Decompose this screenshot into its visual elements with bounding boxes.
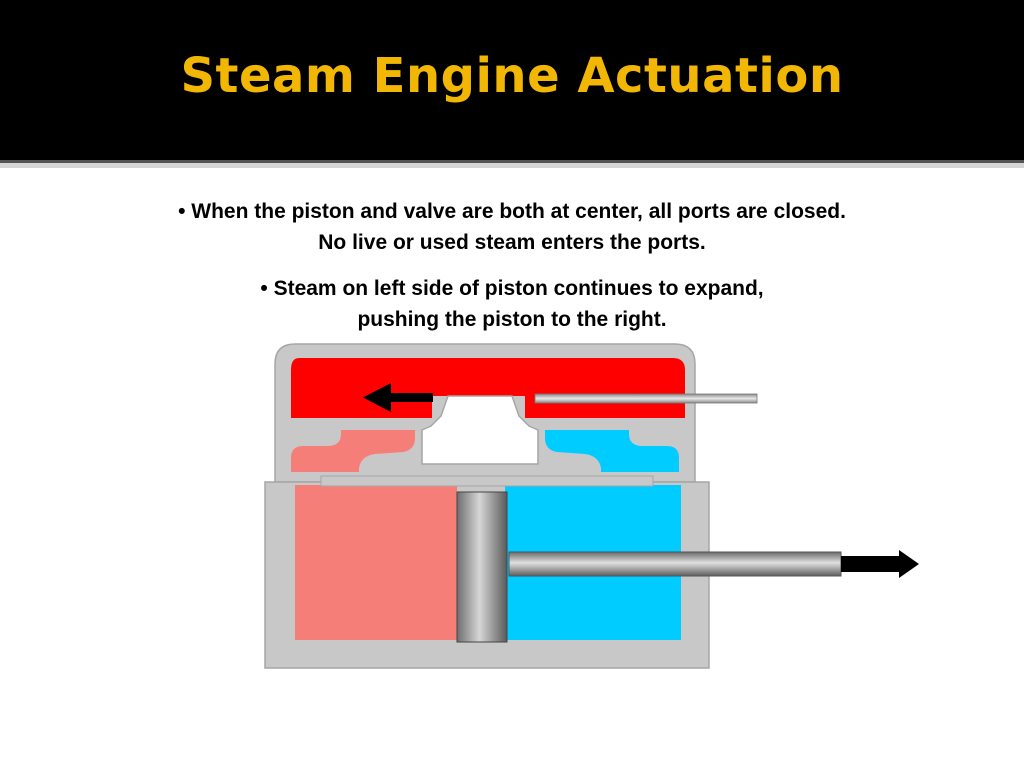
valve-rod [534, 393, 758, 404]
port-divider-plate [320, 475, 654, 487]
bullet-text-continued: No live or used steam enters the ports. [318, 231, 706, 254]
title-divider-shadow [0, 163, 1024, 168]
bullet-item: • When the piston and valve are both at … [0, 196, 1024, 258]
piston [456, 491, 508, 643]
title-bar: Steam Engine Actuation [0, 0, 1024, 160]
bullet-item: • Steam on left side of piston continues… [0, 273, 1024, 335]
bullet-text: Steam on left side of piston continues t… [273, 277, 764, 300]
steam-engine-diagram [264, 343, 919, 669]
slide-valve [421, 395, 539, 465]
left-arrow-icon [363, 383, 433, 412]
piston-rod [508, 551, 842, 577]
cylinder-left-chamber [295, 485, 457, 640]
bullet-line: • When the piston and valve are both at … [0, 196, 1024, 227]
right-arrow-icon [841, 550, 919, 578]
bullet-list: • When the piston and valve are both at … [0, 196, 1024, 335]
bullet-marker: • [178, 200, 186, 223]
title-divider [0, 160, 1024, 163]
right-steam-port [545, 430, 679, 472]
slide-title: Steam Engine Actuation [180, 48, 844, 104]
bullet-text-continued: pushing the piston to the right. [357, 308, 667, 331]
left-steam-port [291, 430, 415, 472]
bullet-text: When the piston and valve are both at ce… [191, 200, 846, 223]
bullet-marker: • [260, 277, 268, 300]
bullet-line: • Steam on left side of piston continues… [0, 273, 1024, 304]
